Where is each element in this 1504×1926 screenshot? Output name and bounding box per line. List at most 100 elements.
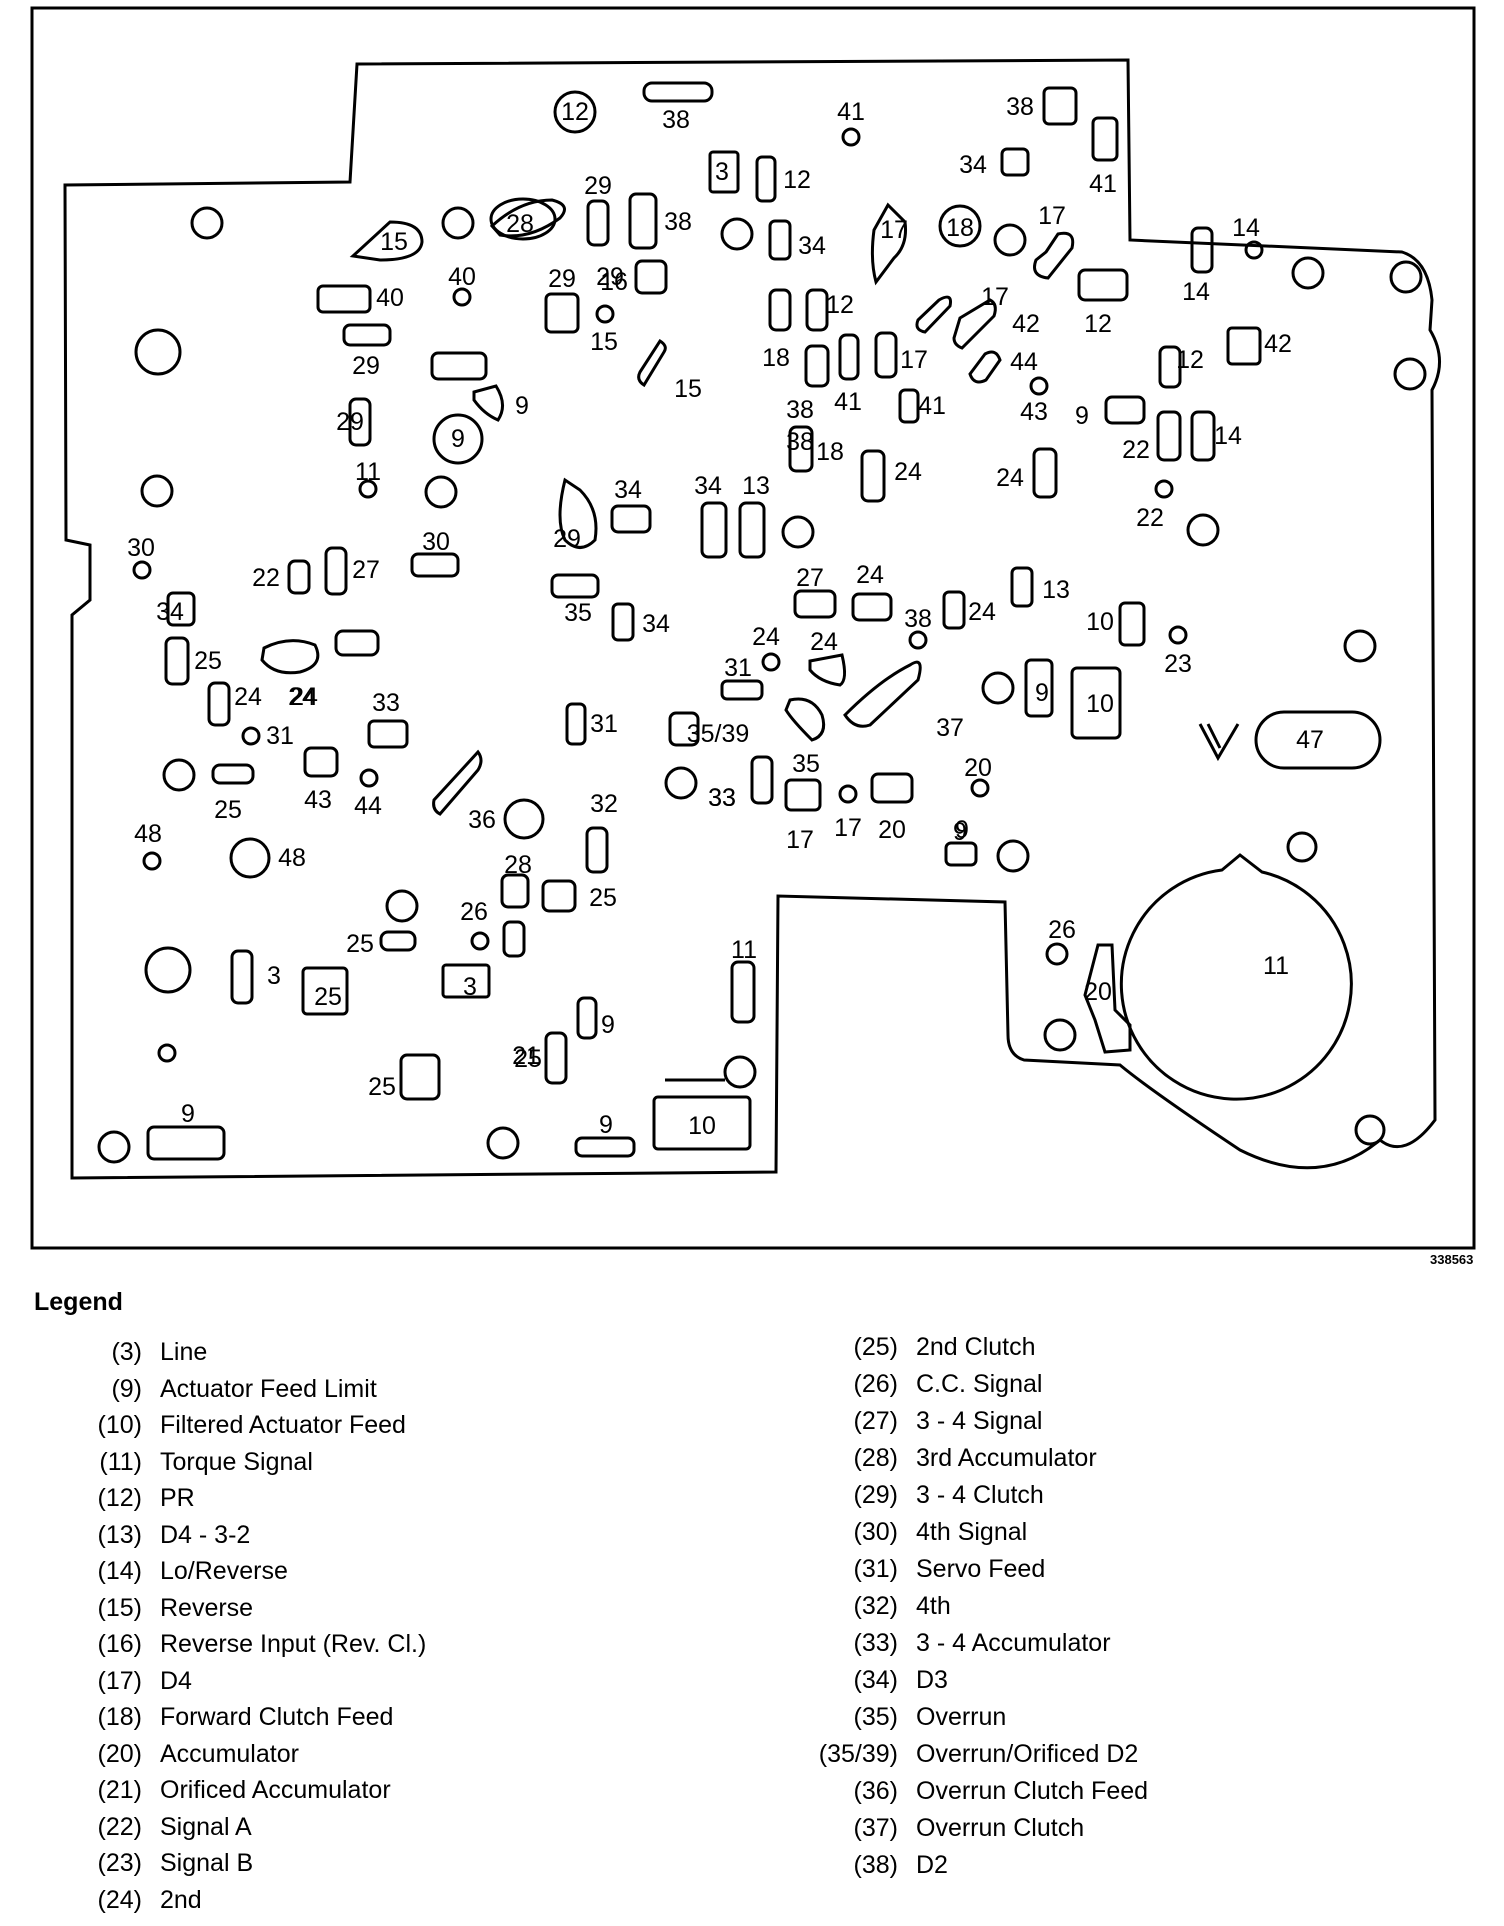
- plate-label: 24: [856, 561, 884, 589]
- plate-label: 41: [1089, 170, 1117, 198]
- legend-code: (20): [97, 1739, 142, 1768]
- plate-label: 10: [1086, 608, 1114, 636]
- legend-label: Torque Signal: [160, 1447, 313, 1476]
- plate-label: 35/39: [687, 720, 750, 748]
- legend-label: D4: [160, 1666, 192, 1695]
- plate-label: 26: [460, 898, 488, 926]
- plate-label: 33: [372, 689, 400, 717]
- plate-label: 24: [996, 464, 1024, 492]
- legend-label: Reverse Input (Rev. Cl.): [160, 1630, 427, 1658]
- plate-label: 25: [368, 1073, 396, 1101]
- legend-label: Signal B: [160, 1849, 254, 1877]
- plate-label: 32: [590, 790, 618, 818]
- plate-label: 9: [181, 1100, 195, 1128]
- plate-label: 43: [304, 786, 332, 814]
- plate-label: 24: [810, 628, 838, 656]
- plate-label: 42: [1012, 310, 1040, 338]
- legend-code: (38): [853, 1851, 898, 1879]
- plate-label: 13: [742, 472, 770, 500]
- plate-label: 28: [504, 851, 532, 879]
- plate-label: 14: [1232, 214, 1260, 242]
- plate-label: 14: [1182, 278, 1210, 306]
- plate-label: 23: [1164, 650, 1192, 678]
- legend-label: Signal A: [160, 1812, 252, 1841]
- legend-code: (16): [97, 1630, 142, 1658]
- plate-label: 3: [267, 962, 281, 990]
- plate-label: 17: [1038, 202, 1066, 230]
- legend-label: Accumulator: [160, 1739, 299, 1768]
- legend-label: Lo/Reverse: [160, 1557, 288, 1585]
- legend-code: (37): [853, 1814, 898, 1842]
- legend-code: (34): [853, 1666, 898, 1694]
- plate-label: 35: [564, 599, 592, 627]
- plate-label: 48: [134, 820, 162, 848]
- plate-label: 25: [214, 796, 242, 824]
- legend-code: (35): [853, 1703, 898, 1731]
- plate-label: 24: [234, 683, 262, 711]
- plate-label: 29: [584, 172, 612, 200]
- legend-code: (27): [853, 1407, 898, 1435]
- plate-label: 43: [1020, 398, 1048, 426]
- plate-label: 9: [955, 816, 969, 844]
- plate-label: 17: [981, 283, 1009, 311]
- legend-code: (30): [853, 1518, 898, 1546]
- plate-label: 25: [346, 930, 374, 958]
- plate-label: 31: [266, 722, 294, 750]
- plate-label: 15: [674, 375, 702, 403]
- legend-label: 3 - 4 Signal: [916, 1407, 1043, 1435]
- plate-label: 12: [783, 166, 811, 194]
- accumulator-bore: [1119, 853, 1353, 1101]
- legend-label: Reverse: [160, 1593, 254, 1622]
- legend-label: C.C. Signal: [916, 1370, 1043, 1398]
- plate-label: 24: [968, 598, 996, 626]
- legend-code: (32): [853, 1592, 898, 1620]
- plate-label: 27: [796, 564, 824, 592]
- legend-label: Overrun Clutch Feed: [916, 1777, 1149, 1805]
- plate-label: 28: [506, 210, 534, 238]
- legend-label: Overrun Clutch: [916, 1814, 1085, 1842]
- plate-label: 24: [290, 683, 318, 711]
- plate-label: 40: [376, 284, 404, 312]
- legend-code: (15): [97, 1593, 142, 1622]
- legend-code: (33): [853, 1629, 898, 1657]
- plate-label: 44: [1010, 348, 1038, 376]
- plate-label: 25: [514, 1045, 542, 1073]
- plate-label: 26: [1048, 916, 1076, 944]
- plate-label: 21: [512, 1042, 540, 1070]
- plate-label: 34: [614, 476, 642, 504]
- legend-code: (26): [853, 1370, 898, 1398]
- plate-label: 18: [762, 344, 790, 372]
- plate-label: 24: [894, 458, 922, 486]
- plate-label: 9: [1035, 679, 1049, 707]
- plate-label: 22: [1122, 436, 1150, 464]
- plate-label: 15: [590, 328, 618, 356]
- plate-label: 18: [816, 438, 844, 466]
- plate-label: 22: [252, 564, 280, 592]
- plate-label: 25: [589, 884, 617, 912]
- plate-label: 29: [336, 408, 364, 436]
- legend-label: 3 - 4 Clutch: [916, 1481, 1044, 1509]
- plate-label: 16: [600, 268, 628, 296]
- legend-code: (31): [853, 1555, 898, 1583]
- plate-label: 17: [834, 814, 862, 842]
- plate-label: 38: [1006, 93, 1034, 121]
- plate-label: 38: [662, 106, 690, 134]
- plate-label: 35: [792, 750, 820, 778]
- legend-label: Forward Clutch Feed: [160, 1703, 394, 1731]
- plate-label: 12: [1084, 310, 1112, 338]
- legend-code: (29): [853, 1481, 898, 1509]
- legend-label: Filtered Actuator Feed: [160, 1411, 406, 1439]
- plate-label: 29: [352, 352, 380, 380]
- plate-label: 38: [664, 208, 692, 236]
- plate-label: 37: [936, 714, 964, 742]
- plate-label: 25: [194, 647, 222, 675]
- legend-code: (13): [97, 1520, 142, 1549]
- plate-label: 29: [553, 525, 581, 553]
- plate-label: 38: [904, 605, 932, 633]
- plate-label: 9: [1075, 402, 1089, 430]
- plate-label: 22: [1136, 504, 1164, 532]
- legend-code: (14): [97, 1557, 142, 1585]
- legend-label: D4 - 3-2: [160, 1520, 251, 1549]
- figure-frame: [30, 6, 1476, 1250]
- legend-code: (11): [99, 1447, 142, 1476]
